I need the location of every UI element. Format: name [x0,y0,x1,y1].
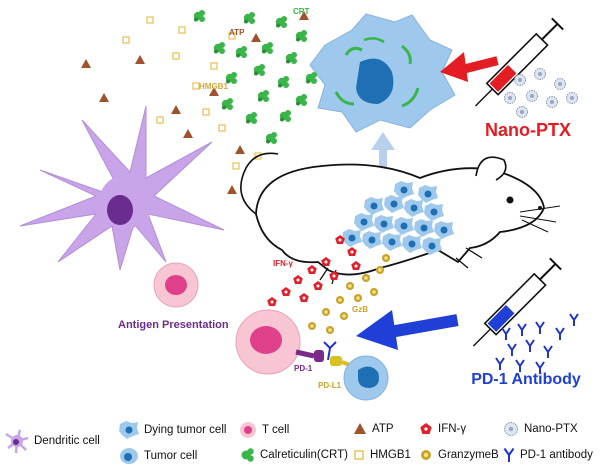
legend-nano-ptx: Nano-PTX [502,420,578,438]
t-cell-top [153,262,199,308]
legend-pd1-antibody-label: PD-1 antibody [520,449,593,461]
legend-atp-label: ATP [372,423,394,435]
legend-nano-ptx-label: Nano-PTX [524,423,578,435]
pdl1-label: PD-L1 [318,381,342,390]
legend-t-cell-label: T cell [262,424,290,436]
legend-granzymeb: GranzymeB [418,446,499,464]
legend-tumor-cell-label: Tumor cell [144,450,198,462]
legend-granzymeb-label: GranzymeB [438,449,499,461]
nano-ptx-icon [504,422,518,436]
tumor-cell-icon [120,448,138,464]
legend-dying-tumor-cell: Dying tumor cell [118,420,226,440]
pd1-antibody-syringe [472,257,562,347]
dendritic-cell-icon [5,429,29,454]
nano-ptx-syringe [474,17,564,107]
legend-dying-tumor-cell-label: Dying tumor cell [144,424,227,436]
atp-icon [354,423,366,434]
legend-ifn-label: IFN-γ [438,423,467,435]
legend-atp: ATP [352,420,394,438]
dying-tumor-cell-icon [119,421,139,439]
pd1-antibody-icon [503,447,515,462]
calreticulin-icon [241,448,254,462]
legend-t-cell: T cell [238,420,289,440]
dying-tumor-cell [309,13,456,133]
nano-ptx-arrow [440,52,499,82]
legend-calreticulin: Calreticulin(CRT) [238,446,348,464]
legend-dendritic-cell: Dendritic cell [4,428,100,454]
atp-label: ATP [229,28,245,37]
legend-ifn: IFN-γ [418,420,466,438]
legend-hmgb1: HMGB1 [352,446,411,464]
t-cell-bottom [235,309,301,375]
antigen-presentation-label: Antigen Presentation [118,319,229,331]
legend-calreticulin-label: Calreticulin(CRT) [260,449,348,461]
released-crt [193,10,317,144]
nano-ptx-label: Nano-PTX [485,120,571,140]
pd1-antibody-arrow [356,310,459,350]
granzymeb-icon [421,450,431,460]
blocking-antibody [323,341,337,361]
tumor-cell-bottom [343,355,389,401]
hmgb1-icon [354,450,364,460]
ifn-gamma-icon [420,423,432,434]
pd1-antibody-label: PD-1 Antibody [471,371,581,388]
legend: Dendritic cell Dying tumor cell T cell A… [0,420,600,471]
legend-hmgb1-label: HMGB1 [370,449,411,461]
legend-tumor-cell: Tumor cell [118,446,197,466]
hmgb1-label: HMGB1 [199,82,228,91]
legend-pd1-antibody: PD-1 antibody [502,446,593,464]
t-cell-icon [240,422,256,438]
pd1-label: PD-1 [294,364,313,373]
ifn-label: IFN-γ [273,259,294,268]
dendritic-cell [19,105,225,271]
legend-dendritic-cell-label: Dendritic cell [34,435,100,447]
crt-label: CRT [293,7,310,16]
pd1-receptor [295,349,324,362]
gzb-label: GzB [352,305,368,314]
